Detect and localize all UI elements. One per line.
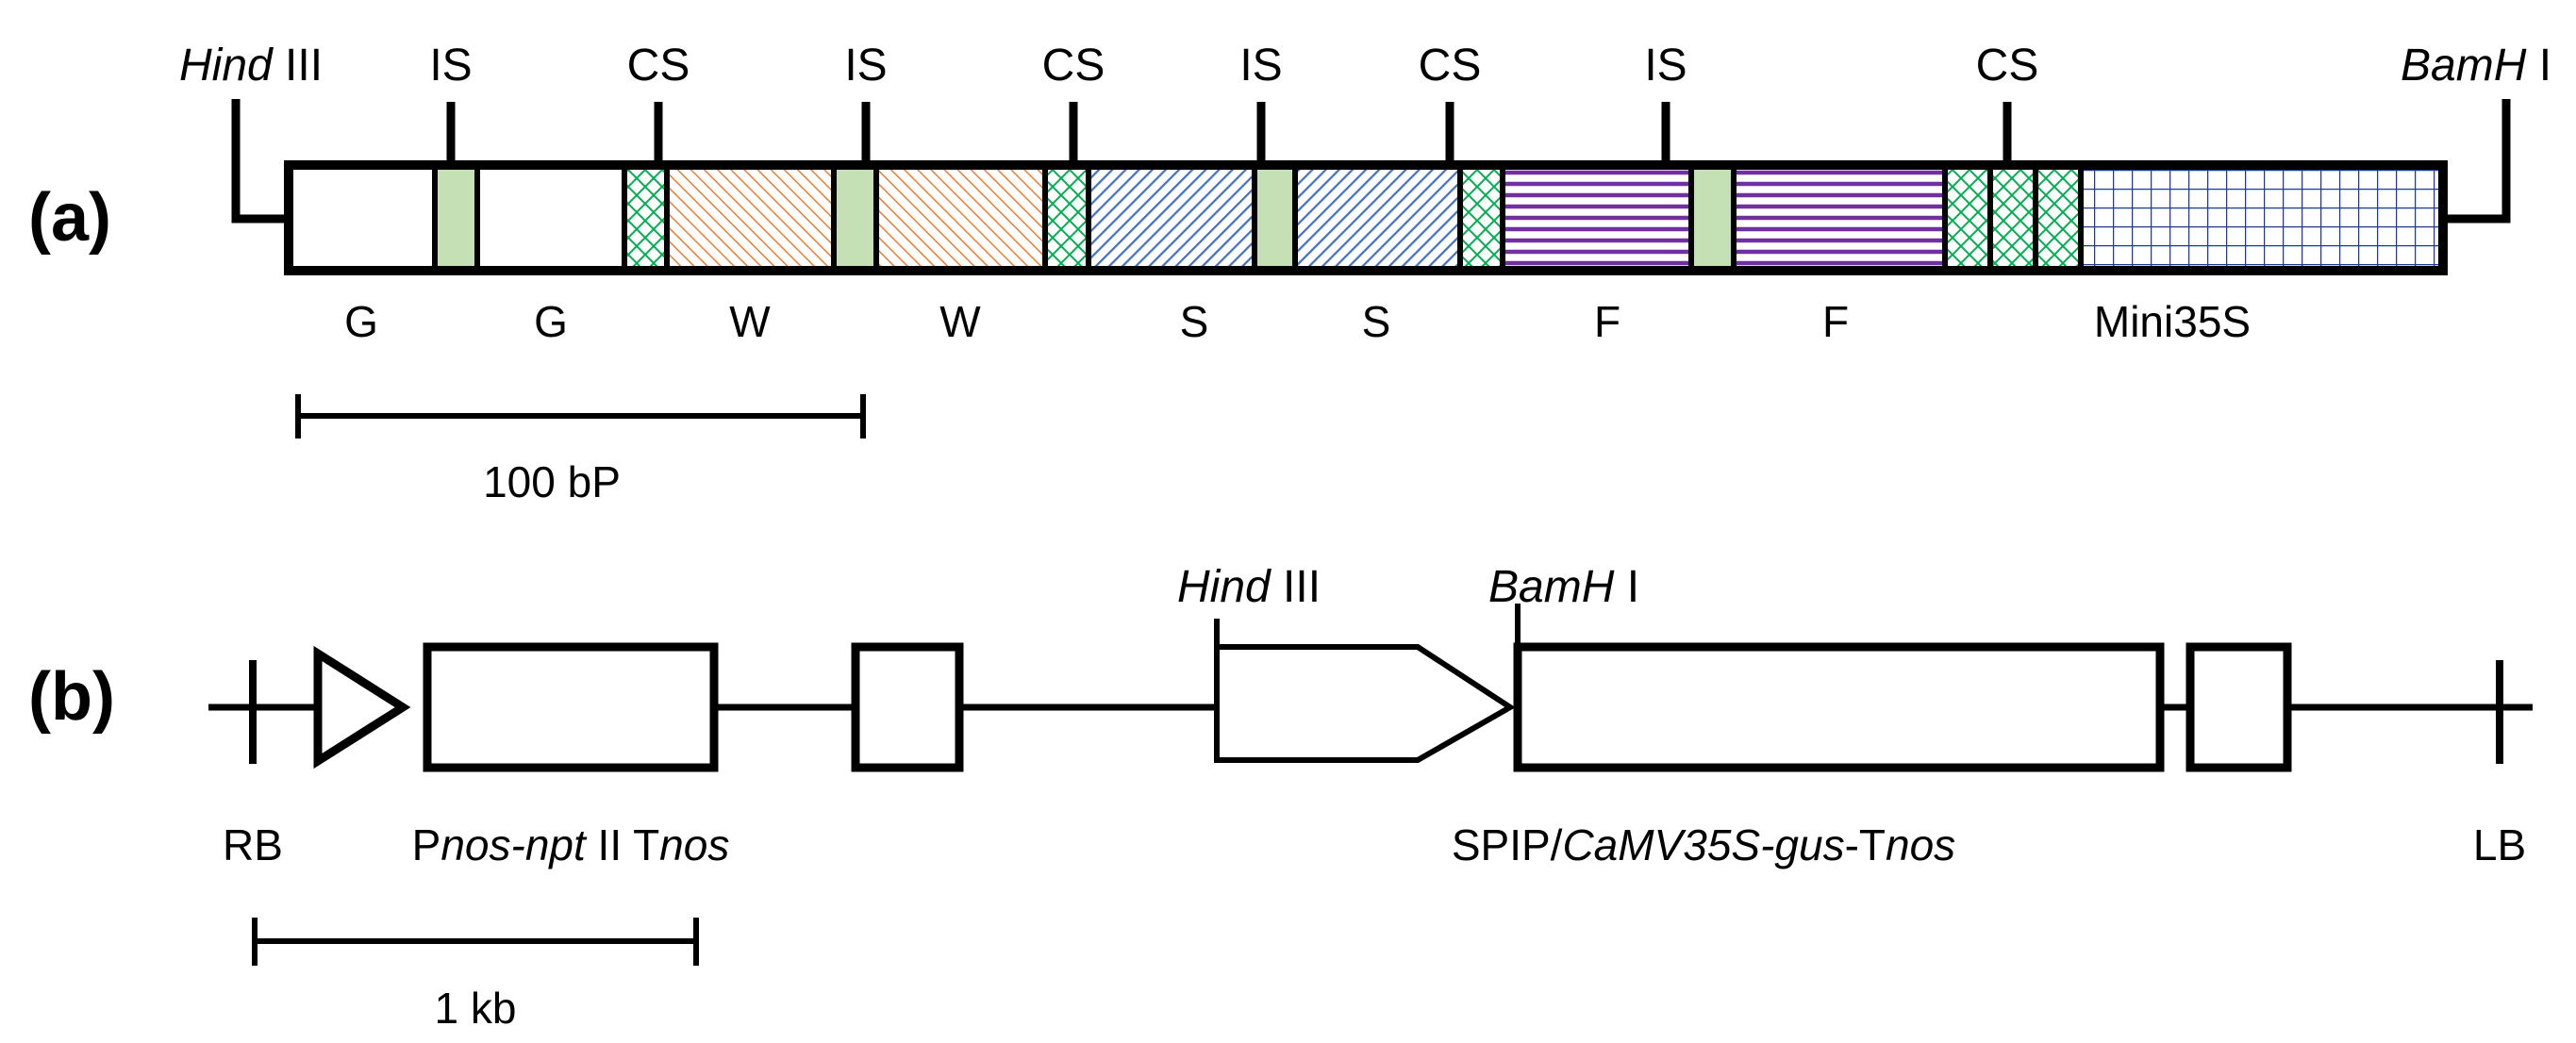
segment-cs xyxy=(1460,165,1503,271)
scale-bar-a-label: 100 bP xyxy=(483,457,621,506)
gus-cassette-label: SPIP/CaMV35S-gus-Tnos xyxy=(1452,820,1955,869)
gus-gene-box xyxy=(1513,642,2165,772)
segment-mini35s xyxy=(2081,165,2443,271)
segment-is xyxy=(1691,165,1734,271)
cs-site-label: CS xyxy=(1042,41,1105,91)
segment-cs xyxy=(2036,165,2081,271)
segment-cs xyxy=(1045,165,1089,271)
segment-g xyxy=(477,165,624,271)
bamh1-site-label-a: BamH I xyxy=(2401,41,2551,91)
cs-site-label: CS xyxy=(627,41,690,91)
segment-w xyxy=(667,165,834,271)
hind3-site-marker-a xyxy=(231,99,289,224)
segment-label: F xyxy=(1822,297,1849,346)
segment-f xyxy=(1503,165,1691,271)
segment-label: F xyxy=(1594,297,1620,346)
segment-w xyxy=(876,165,1045,271)
nptii-cassette-label: Pnos-npt II Tnos xyxy=(412,820,730,869)
small-element-box xyxy=(851,642,964,772)
is-site-label: IS xyxy=(429,41,472,91)
terminator-box xyxy=(2185,642,2292,772)
scale-bar-a xyxy=(295,394,866,439)
scale-bar-b-label: 1 kb xyxy=(435,984,517,1033)
segment-label: S xyxy=(1180,297,1209,346)
segment-s xyxy=(1295,165,1460,271)
segment-cs xyxy=(1990,165,2036,271)
scale-bar-b xyxy=(252,918,699,966)
bamh1-site-marker-a xyxy=(2443,99,2511,224)
segment-is xyxy=(435,165,477,271)
hind3-site-label-a: Hind III xyxy=(179,41,323,91)
promoter-segments xyxy=(284,160,2448,275)
bamh1-site-label-b: BamH I xyxy=(1488,562,1639,612)
site-ticks xyxy=(446,102,2012,165)
is-site-label: IS xyxy=(844,41,887,91)
promoter-outline xyxy=(284,160,2448,275)
hind3-site-label-b: Hind III xyxy=(1177,562,1321,612)
lb-label: LB xyxy=(2473,820,2526,869)
segment-label: W xyxy=(939,297,981,346)
segment-is xyxy=(1255,165,1295,271)
segment-label: W xyxy=(729,297,771,346)
nos-promoter-arrow xyxy=(313,645,411,770)
segment-label: G xyxy=(534,297,568,346)
segment-label: G xyxy=(344,297,378,346)
cs-site-label: CS xyxy=(1419,41,1482,91)
segment-label: Mini35S xyxy=(2094,297,2251,346)
segment-f xyxy=(1734,165,1945,271)
is-site-label: IS xyxy=(1239,41,1282,91)
segment-cs xyxy=(624,165,667,271)
segment-g xyxy=(289,165,435,271)
rb-label: RB xyxy=(223,820,283,869)
segment-label: S xyxy=(1362,297,1391,346)
cs-site-label: CS xyxy=(1976,41,2039,91)
panel-a-label: (a) xyxy=(28,180,111,256)
segment-s xyxy=(1089,165,1255,271)
segment-cs xyxy=(1945,165,1990,271)
is-site-label: IS xyxy=(1644,41,1687,91)
spip-promoter-shape xyxy=(1214,644,1516,763)
segment-is xyxy=(834,165,876,271)
panel-b-label: (b) xyxy=(28,659,115,735)
nptii-gene-box xyxy=(423,642,719,772)
